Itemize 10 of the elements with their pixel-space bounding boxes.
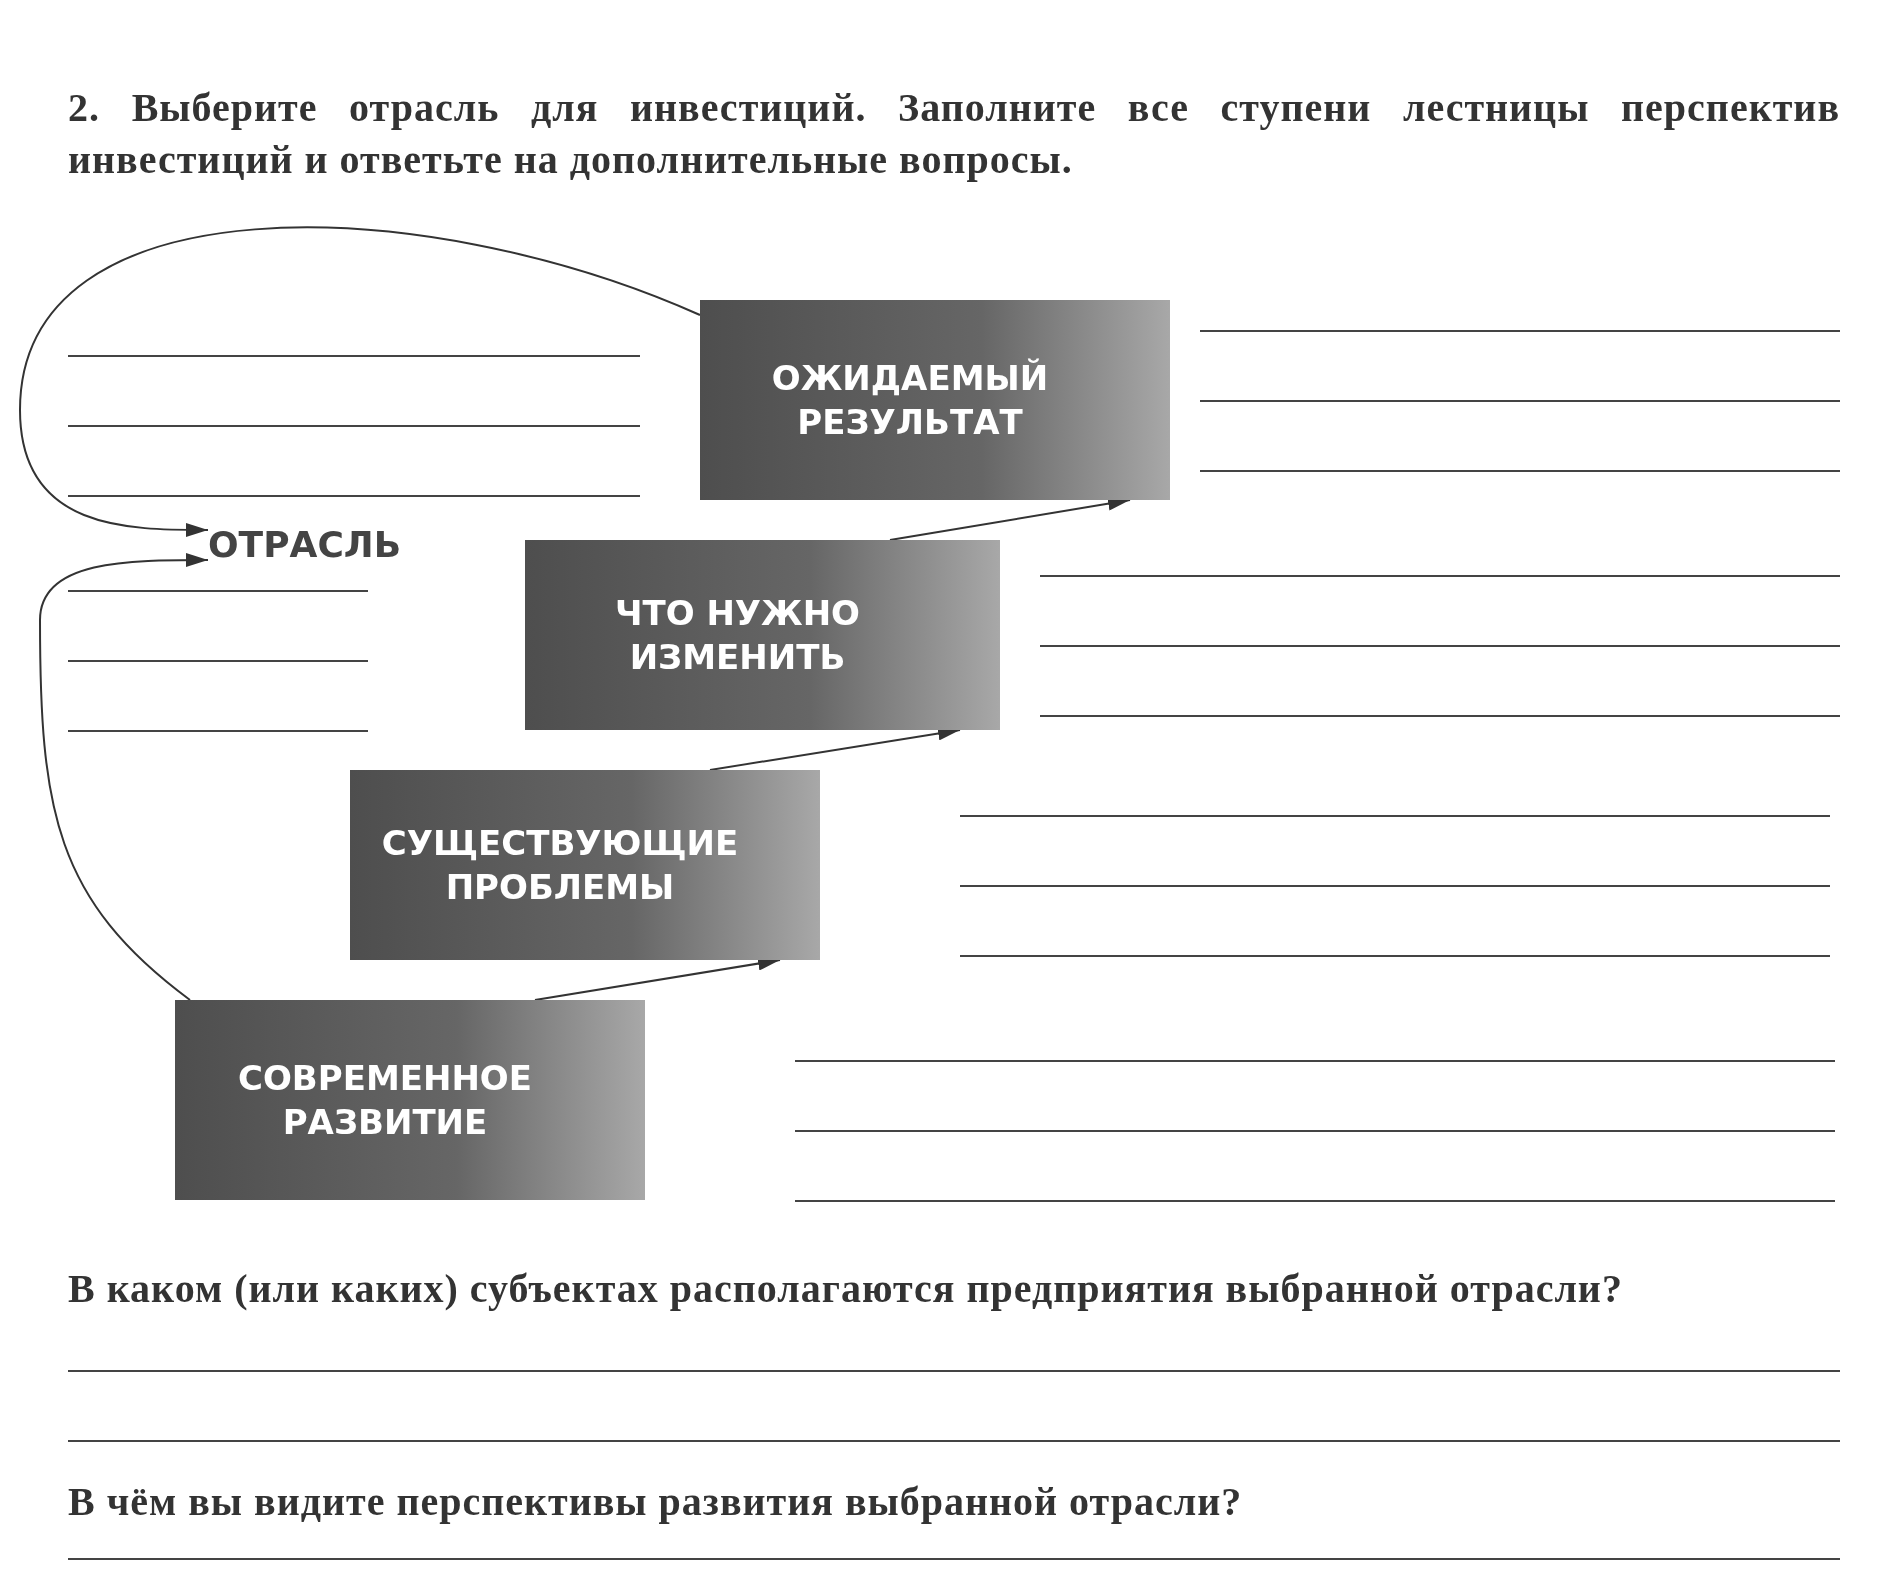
- step-block: СУЩЕСТВУЮЩИЕ ПРОБЛЕМЫ: [350, 770, 820, 960]
- arrow: [39, 553, 209, 1001]
- step-block: ОЖИДАЕМЫЙ РЕЗУЛЬТАТ: [700, 300, 1170, 500]
- step-block: СОВРЕМЕННОЕ РАЗВИТИЕ: [175, 1000, 645, 1200]
- step-block: ЧТО НУЖНО ИЗМЕНИТЬ: [525, 540, 1000, 730]
- question-text: В каком (или каких) субъектах располагаются предприятия выбранной отрасли?: [68, 1265, 1623, 1312]
- arrow: [19, 226, 701, 537]
- question-text: В чём вы видите перспективы развития выбранной отрасли?: [68, 1478, 1243, 1525]
- field-label: ОТРАСЛЬ: [208, 520, 398, 570]
- task-text: 2. Выберите отрасль для инвестиций. Заполните все ступени лестницы перспектив инвестиций и ответьте на дополнительные вопросы.: [68, 84, 1840, 184]
